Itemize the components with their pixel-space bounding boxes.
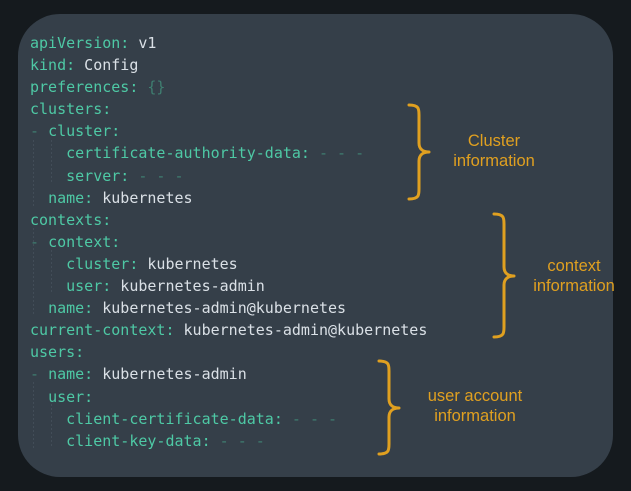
code-line: current-context: kubernetes-admin@kubern…	[30, 319, 427, 341]
code-line: name: kubernetes-admin@kubernetes	[30, 297, 427, 319]
code-panel	[18, 14, 613, 477]
indent-guide	[51, 140, 52, 184]
code-line: preferences: {}	[30, 76, 427, 98]
list-dash: -	[30, 232, 49, 251]
code-line: client-key-data: - - -	[30, 430, 427, 452]
code-line: - name: kubernetes-admin	[30, 363, 427, 385]
code-line: certificate-authority-data: - - -	[30, 142, 427, 164]
yaml-value: kubernetes	[93, 188, 193, 207]
yaml-key: users:	[30, 343, 85, 362]
yaml-key: contexts:	[30, 210, 112, 229]
indent-guide	[33, 228, 34, 316]
code-line: contexts:	[30, 209, 427, 231]
yaml-key: name:	[48, 188, 94, 207]
yaml-key: client-key-data:	[66, 431, 211, 450]
code-line: users:	[30, 341, 427, 363]
code-line: kind: Config	[30, 54, 427, 76]
annotation-cluster-label: Cluster information	[453, 132, 535, 170]
yaml-value: kubernetes-admin	[111, 277, 265, 296]
annotation-user-label: user account information	[427, 387, 523, 425]
yaml-key: current-context:	[30, 321, 175, 340]
yaml-value: - - -	[282, 409, 338, 428]
yaml-key: user:	[48, 387, 94, 406]
yaml-key: name:	[48, 299, 94, 318]
yaml-value: - - -	[210, 431, 265, 450]
brace-user	[376, 359, 402, 456]
yaml-key: apiVersion:	[30, 34, 130, 52]
code-line: server: - - -	[30, 165, 427, 187]
yaml-key: context:	[48, 232, 121, 251]
yaml-key: kind:	[30, 56, 76, 75]
yaml-key: preferences:	[30, 78, 139, 97]
list-dash: -	[30, 122, 49, 141]
code-line: clusters:	[30, 98, 427, 120]
indent-guide	[51, 250, 52, 294]
indent-guide	[33, 140, 34, 206]
code-line: - cluster:	[30, 120, 427, 142]
yaml-value: - - -	[129, 166, 184, 185]
yaml-key: clusters:	[30, 100, 112, 119]
code-line: name: kubernetes	[30, 187, 427, 209]
yaml-value: kubernetes-admin	[93, 365, 247, 384]
indent-guide	[51, 404, 52, 448]
yaml-key: user:	[66, 277, 112, 296]
code-line: apiVersion: v1	[30, 32, 427, 54]
yaml-value: Config	[75, 56, 139, 75]
brace-context	[491, 212, 517, 339]
code-line: - context:	[30, 231, 427, 253]
yaml-value: kubernetes-admin@kubernetes	[174, 321, 428, 340]
yaml-key: cluster:	[66, 254, 139, 273]
code-line: cluster: kubernetes	[30, 253, 427, 275]
brace-cluster	[406, 103, 432, 201]
code-line: client-certificate-data: - - -	[30, 408, 427, 430]
yaml-value: kubernetes-admin@kubernetes	[93, 299, 347, 318]
yaml-key: server:	[66, 166, 130, 185]
yaml-value: v1	[129, 34, 157, 52]
yaml-key: certificate-authority-data:	[66, 144, 310, 163]
yaml-key: cluster:	[48, 122, 121, 141]
list-dash: -	[30, 365, 49, 384]
indent-guide	[33, 382, 34, 448]
yaml-value: {}	[138, 78, 166, 97]
code-line: user: kubernetes-admin	[30, 275, 427, 297]
annotation-context-label: context information	[533, 257, 615, 295]
yaml-value: kubernetes	[138, 254, 238, 273]
code-line: user:	[30, 386, 427, 408]
yaml-key: client-certificate-data:	[66, 409, 283, 428]
yaml-value: - - -	[309, 144, 365, 163]
yaml-key: name:	[48, 365, 94, 384]
